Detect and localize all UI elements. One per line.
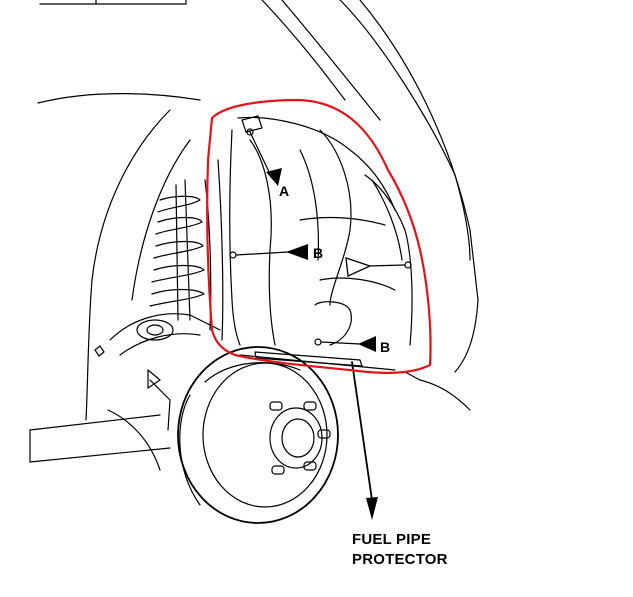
callout-label-a: A [279, 183, 289, 199]
callout-label-b-bottom: B [380, 339, 390, 355]
suspension-arm [94, 313, 221, 471]
callout-arrow-b-bottom [358, 336, 376, 352]
clip-pointers [229, 128, 412, 352]
callout-label-b-left: B [313, 245, 323, 261]
fuel-pipe-protector [254, 351, 378, 520]
callout-arrow-open [345, 257, 372, 277]
clip-b-left [229, 251, 237, 259]
part-caption: FUEL PIPE PROTECTOR [352, 530, 448, 570]
highlight-outline [206, 98, 432, 374]
fender-liner [204, 115, 413, 371]
car-body-outline [29, 0, 479, 463]
wheel-studs [269, 401, 331, 475]
clip-a [246, 128, 254, 136]
top-frame-edge [39, 0, 187, 5]
clip-b-bottom [314, 338, 322, 346]
caption-line-2: PROTECTOR [352, 551, 448, 568]
brake-drum [177, 346, 339, 524]
coil-spring [149, 179, 205, 321]
callout-arrow-b-left [286, 244, 308, 260]
callout-arrow-a [266, 168, 282, 186]
caption-line-1: FUEL PIPE [352, 531, 432, 548]
